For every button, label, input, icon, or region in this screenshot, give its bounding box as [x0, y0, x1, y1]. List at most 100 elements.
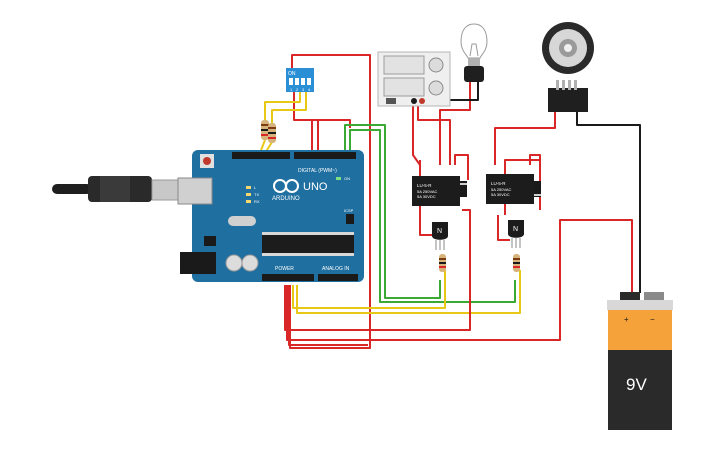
psu-terminal-negative[interactable] [411, 98, 417, 104]
on-label: ON [344, 176, 350, 181]
wire-red-relay-right-c [497, 215, 510, 241]
wires [257, 54, 641, 349]
led-rx [246, 200, 251, 203]
battery-lower-body [608, 350, 672, 430]
dip-pin-label-1: 1 [290, 87, 293, 92]
digital-header-left [232, 152, 290, 159]
resistor-left-1[interactable] [261, 120, 269, 140]
dc-motor[interactable] [542, 22, 594, 112]
dip-on-label: ON [288, 71, 296, 77]
arduino-uno-board[interactable]: ARDUINO UNO DIGITAL (PWM~) POWER ANALOG … [177, 150, 364, 282]
led-on [336, 177, 341, 180]
led-l [246, 186, 251, 189]
transistor-left-label: N [437, 228, 442, 235]
wire-red-bottom-2 [288, 285, 368, 346]
analog-header-label: ANALOG IN [322, 266, 350, 272]
regulator [204, 236, 216, 246]
wire-yellow-arduino-2 [296, 270, 521, 314]
relay-left-body [412, 176, 460, 206]
relay-right-body [486, 174, 534, 204]
board-pcb [192, 150, 364, 282]
transistor-right[interactable]: N [508, 220, 524, 248]
capacitor-2 [241, 254, 259, 272]
relay-left-line-3: 5A 30VDC [417, 194, 436, 199]
power-supply[interactable] [377, 51, 451, 107]
bulb-socket [464, 66, 484, 82]
l-label: L [254, 185, 257, 190]
wire-yellow-arduino-1 [292, 270, 446, 309]
crystal [228, 216, 256, 226]
resistor-left-2[interactable] [268, 123, 276, 143]
power-header [262, 274, 314, 281]
bulb-filament [469, 43, 479, 57]
arduino-brand-text: ARDUINO [272, 196, 300, 202]
resistor-base-right[interactable] [513, 254, 520, 272]
wire-red-psu-relay [412, 98, 421, 166]
motor-shaft [564, 44, 572, 52]
psu-knob-current[interactable] [428, 80, 444, 96]
dip-switch[interactable]: ON 1 2 3 4 [286, 68, 314, 92]
bulb-glass [460, 23, 488, 59]
rx-label: RX [254, 199, 260, 204]
resistor-base-left[interactable] [439, 254, 446, 272]
wire-red-relay-right [494, 90, 556, 165]
wire-yellow-dip-1 [264, 92, 301, 120]
wire-red-relay-left-b [454, 154, 469, 180]
relay-right[interactable]: LU-5-R 5A 250VAC 5A 30VDC [486, 174, 534, 204]
diode-right[interactable] [534, 181, 541, 197]
wire-yellow-dip-2 [271, 92, 307, 125]
capacitor-1 [225, 254, 243, 272]
battery-voltage-label: 9V [626, 375, 647, 394]
wire-red-bottom-1 [284, 209, 471, 331]
wire-red-lamp [439, 82, 471, 165]
psu-display-bottom [383, 77, 425, 97]
icsp-label: ICSP [344, 208, 354, 213]
usb-cable [52, 176, 193, 202]
arduino-logo [273, 179, 299, 193]
battery-top [607, 300, 673, 310]
dip-toggle-1[interactable] [289, 78, 293, 85]
battery-upper-body [608, 310, 672, 350]
dip-toggle-4[interactable] [307, 78, 311, 85]
usb-jack [177, 177, 213, 205]
battery-minus-label: − [650, 315, 655, 324]
transistor-right-label: N [513, 226, 518, 233]
relay-right-line-3: 5A 30VDC [491, 192, 510, 197]
icsp-header [346, 214, 354, 224]
light-bulb[interactable] [460, 23, 488, 82]
chip-socket-top [262, 232, 354, 235]
relay-left[interactable]: LU-5-R 5A 250VAC 5A 30VDC [412, 176, 460, 206]
battery-terminal-plus [620, 292, 640, 302]
wire-black-motor-battery [576, 112, 641, 293]
transistor-left[interactable]: N [432, 222, 448, 250]
power-jack [180, 252, 216, 274]
transistor-left-body [432, 222, 448, 240]
dip-toggle-2[interactable] [295, 78, 299, 85]
dip-pin-label-3: 3 [302, 87, 305, 92]
psu-display-top [383, 55, 425, 75]
battery-9v[interactable]: + − 9V [607, 292, 673, 430]
diode-left[interactable] [460, 181, 467, 197]
wire-green-1 [344, 124, 441, 299]
transistor-right-body [508, 220, 524, 238]
psu-power-switch[interactable] [386, 98, 396, 104]
tx-label: TX [254, 192, 259, 197]
relay-left-line-2: 5A 250VAC [417, 189, 437, 194]
motor-connector [548, 88, 588, 112]
digital-header-label: DIGITAL (PWM~) [298, 168, 337, 174]
battery-terminal-minus [644, 292, 664, 302]
wire-green-2 [349, 129, 516, 303]
analog-header [318, 274, 358, 281]
relay-right-line-1: LU-5-R [491, 181, 506, 186]
psu-knob-voltage[interactable] [428, 57, 444, 73]
psu-terminal-positive[interactable] [419, 98, 425, 104]
usb-cable-cord [52, 184, 92, 194]
dip-toggle-3[interactable] [301, 78, 305, 85]
arduino-model-text: UNO [303, 181, 328, 193]
wire-red-dip-pin [293, 90, 319, 158]
digital-header-right [294, 152, 356, 159]
atmega-chip [262, 235, 354, 253]
dip-pin-label-2: 2 [296, 87, 299, 92]
usb-plug-ribs [100, 176, 130, 202]
